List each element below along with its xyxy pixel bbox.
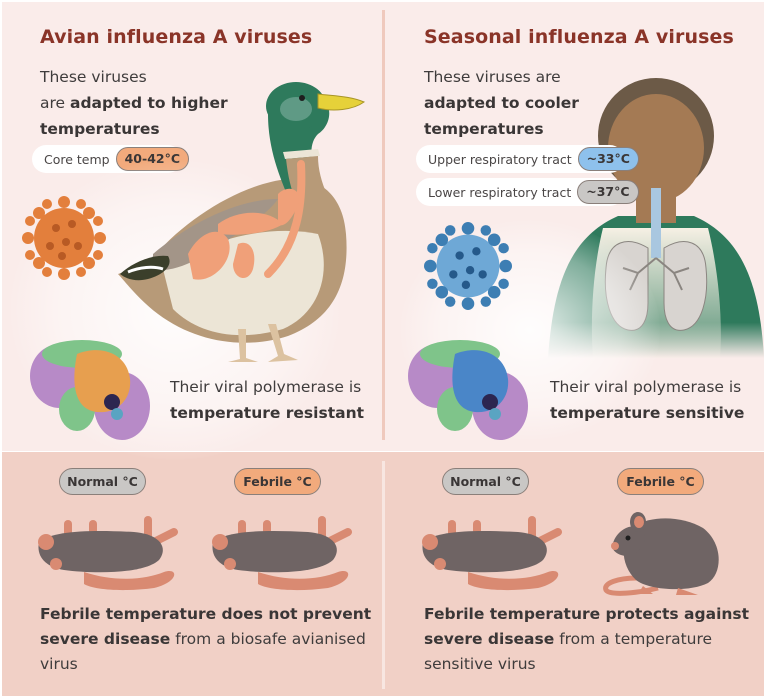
vertical-divider-bottom xyxy=(382,461,385,689)
avian-intro-line2: are adapted to higher xyxy=(40,94,228,112)
avian-polymerase-text: Their viral polymerase is temperature re… xyxy=(170,374,364,426)
blue-virus-icon xyxy=(424,222,512,310)
healthy-mouse-icon xyxy=(603,512,719,596)
upper-tract-label: Upper respiratory tract xyxy=(428,151,572,167)
core-temp-label: Core temp xyxy=(44,151,110,167)
avian-polymerase-line2: temperature resistant xyxy=(170,404,365,422)
seasonal-title: Seasonal influenza A viruses xyxy=(424,26,734,48)
seasonal-polymerase-line1: Their viral polymerase is xyxy=(550,378,742,396)
orange-virus-icon xyxy=(22,196,106,280)
seasonal-conclusion: Febrile temperature protects against sev… xyxy=(424,605,750,673)
normal-temp-badge-left: Normal °C xyxy=(59,468,146,495)
avian-conclusion: Febrile temperature does not prevent sev… xyxy=(40,605,372,673)
seasonal-intro-line2: adapted to cooler xyxy=(424,94,579,112)
avian-polymerase-line1: Their viral polymerase is xyxy=(170,378,362,396)
seasonal-polymerase-icon xyxy=(408,340,528,440)
vertical-divider-top xyxy=(382,10,385,440)
seasonal-intro: These viruses are adapted to cooler temp… xyxy=(424,64,579,142)
febrile-temp-badge-right: Febrile °C xyxy=(617,468,704,495)
seasonal-intro-line1: These viruses are xyxy=(424,68,561,86)
febrile-temp-badge-left: Febrile °C xyxy=(234,468,321,495)
upper-tract-value: ~33°C xyxy=(577,147,639,171)
avian-polymerase-icon xyxy=(30,340,150,440)
normal-temp-badge-right: Normal °C xyxy=(442,468,529,495)
duck-icon xyxy=(118,82,366,362)
seasonal-polymerase-text: Their viral polymerase is temperature se… xyxy=(550,374,744,426)
seasonal-intro-line3: temperatures xyxy=(424,120,544,138)
seasonal-polymerase-line2: temperature sensitive xyxy=(550,404,745,422)
upper-tract-pill: Upper respiratory tract ~33°C xyxy=(416,145,639,173)
lower-tract-label: Lower respiratory tract xyxy=(428,184,572,200)
sick-mouse-icon xyxy=(212,516,352,591)
sick-mouse-icon xyxy=(422,516,562,591)
avian-intro-line1: These viruses xyxy=(40,68,147,86)
avian-title: Avian influenza A viruses xyxy=(40,26,313,48)
lower-tract-pill: Lower respiratory tract ~37°C xyxy=(416,178,639,206)
lower-tract-value: ~37°C xyxy=(577,180,639,204)
avian-intro: These viruses are adapted to higher temp… xyxy=(40,64,228,142)
avian-intro-line3: temperatures xyxy=(40,120,160,138)
sick-mouse-icon xyxy=(38,516,178,591)
